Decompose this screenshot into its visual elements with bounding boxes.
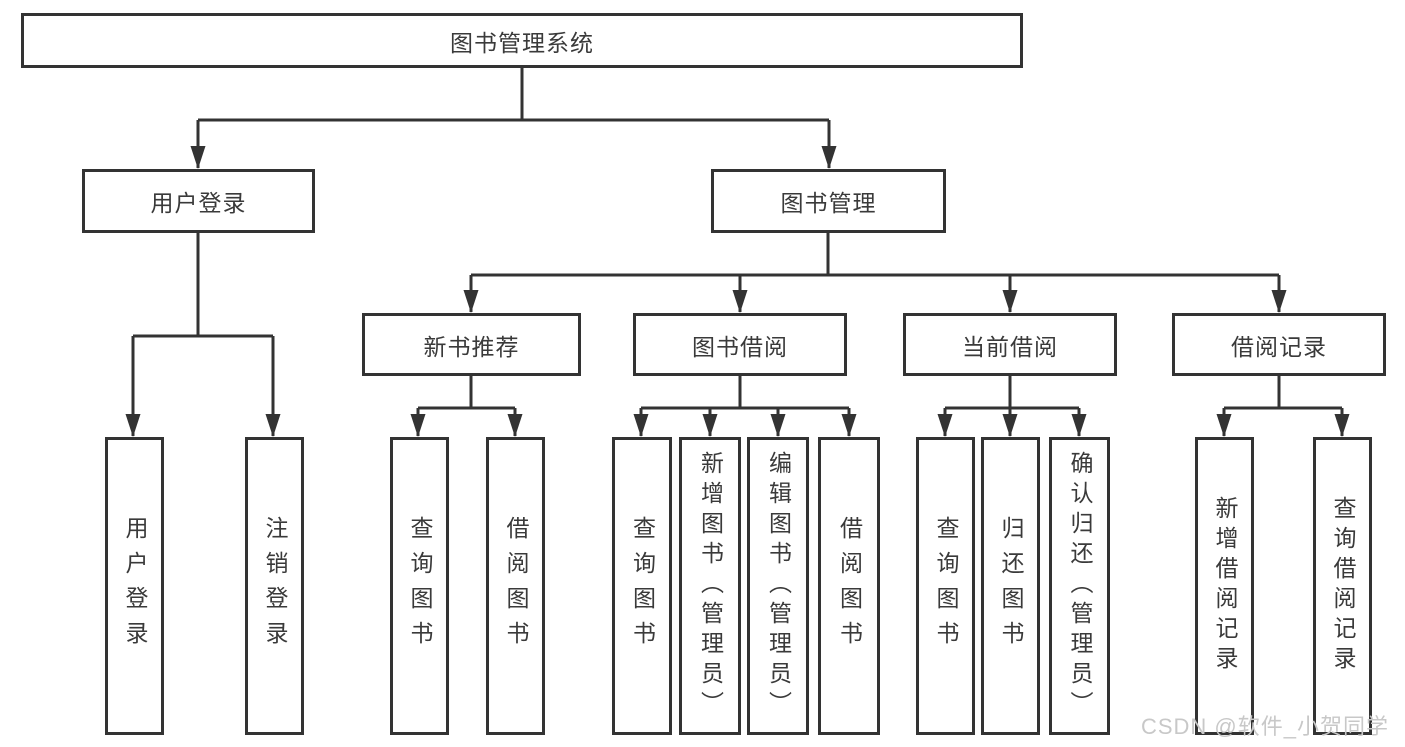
node-label: 借阅记录 bbox=[1231, 333, 1327, 360]
leaf-query-books-current: 查询图书 bbox=[916, 437, 975, 735]
leaf-label: 查询借阅记录 bbox=[1330, 496, 1356, 676]
leaf-label: 确认归还（管理员） bbox=[1067, 451, 1093, 721]
node-label: 当前借阅 bbox=[962, 333, 1058, 360]
leaf-label: 注销登录 bbox=[262, 516, 288, 656]
node-label: 图书管理 bbox=[780, 190, 877, 216]
node-label: 用户登录 bbox=[150, 190, 247, 216]
leaf-user-login: 用户登录 bbox=[105, 437, 164, 735]
leaf-label: 新增借阅记录 bbox=[1212, 496, 1238, 676]
leaf-logout: 注销登录 bbox=[245, 437, 304, 735]
leaf-query-books-recommend: 查询图书 bbox=[390, 437, 449, 735]
node-label: 图书借阅 bbox=[692, 333, 788, 360]
node-label: 图书管理系统 bbox=[450, 29, 594, 56]
leaf-edit-books-admin: 编辑图书（管理员） bbox=[747, 437, 809, 735]
leaf-add-borrow-record: 新增借阅记录 bbox=[1195, 437, 1254, 735]
node-book-management: 图书管理 bbox=[711, 169, 946, 233]
leaf-borrow-books-borrowing: 借阅图书 bbox=[818, 437, 880, 735]
leaf-label: 查询图书 bbox=[933, 516, 959, 656]
node-borrow-records: 借阅记录 bbox=[1172, 313, 1386, 376]
leaf-label: 借阅图书 bbox=[503, 516, 529, 656]
leaf-label: 查询图书 bbox=[407, 516, 433, 656]
leaf-borrow-books-recommend: 借阅图书 bbox=[486, 437, 545, 735]
leaf-return-books: 归还图书 bbox=[981, 437, 1040, 735]
node-current-borrowing: 当前借阅 bbox=[903, 313, 1117, 376]
node-library-system: 图书管理系统 bbox=[21, 13, 1023, 68]
leaf-label: 新增图书（管理员） bbox=[697, 451, 724, 721]
node-book-borrowing: 图书借阅 bbox=[633, 313, 847, 376]
node-user-login: 用户登录 bbox=[82, 169, 315, 233]
leaf-query-borrow-record: 查询借阅记录 bbox=[1313, 437, 1372, 735]
leaf-label: 编辑图书（管理员） bbox=[765, 451, 792, 721]
leaf-label: 归还图书 bbox=[998, 516, 1024, 656]
node-new-book-recommend: 新书推荐 bbox=[362, 313, 581, 376]
node-label: 新书推荐 bbox=[423, 333, 520, 360]
leaf-label: 用户登录 bbox=[122, 516, 148, 656]
leaf-query-books-borrowing: 查询图书 bbox=[612, 437, 672, 735]
leaf-label: 借阅图书 bbox=[836, 516, 863, 656]
leaf-add-books-admin: 新增图书（管理员） bbox=[679, 437, 741, 735]
csdn-watermark: CSDN @软件_小贺同学 bbox=[1140, 714, 1389, 739]
leaf-label: 查询图书 bbox=[629, 516, 656, 656]
leaf-confirm-return-admin: 确认归还（管理员） bbox=[1049, 437, 1110, 735]
